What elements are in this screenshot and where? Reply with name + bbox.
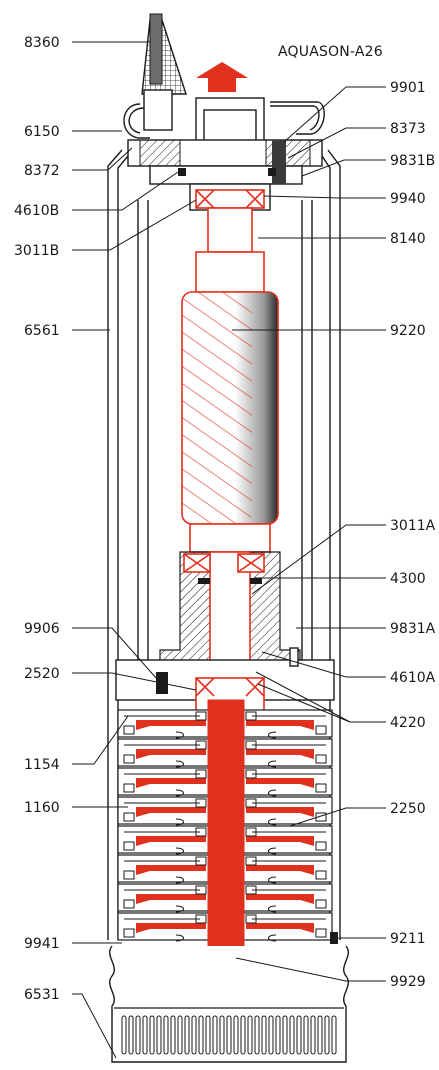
pump-shaft bbox=[207, 699, 245, 951]
label-9941: 9941 bbox=[24, 936, 60, 952]
strainer-slot bbox=[163, 1015, 169, 1055]
strainer-slot bbox=[128, 1015, 134, 1055]
label-8373: 8373 bbox=[390, 121, 426, 137]
strainer-slot bbox=[240, 1015, 246, 1055]
strainer-slot bbox=[219, 1015, 225, 1055]
label-6561: 6561 bbox=[24, 323, 60, 339]
strainer-slot bbox=[233, 1015, 239, 1055]
upper-bearing bbox=[195, 189, 265, 209]
strainer-slot bbox=[205, 1015, 211, 1055]
strainer-slot bbox=[184, 1015, 190, 1055]
strainer-slot bbox=[324, 1015, 330, 1055]
strainer-slot bbox=[177, 1015, 183, 1055]
leader-lines bbox=[72, 41, 386, 1059]
power-cable bbox=[141, 13, 187, 131]
strainer-slot bbox=[303, 1015, 309, 1055]
strainer-slot bbox=[170, 1015, 176, 1055]
strainer-slot bbox=[191, 1015, 197, 1055]
label-6150: 6150 bbox=[24, 124, 60, 140]
suction-strainer bbox=[109, 945, 349, 1063]
label-4610A: 4610A bbox=[390, 670, 436, 686]
label-4610B: 4610B bbox=[14, 203, 59, 219]
cable-guard-clip bbox=[123, 103, 150, 139]
label-3011A: 3011A bbox=[390, 518, 436, 534]
strainer-slot bbox=[135, 1015, 141, 1055]
label-9831A: 9831A bbox=[390, 621, 436, 637]
strainer-slot bbox=[289, 1015, 295, 1055]
discharge-head bbox=[127, 97, 323, 211]
strainer-slot bbox=[261, 1015, 267, 1055]
label-9220: 9220 bbox=[390, 323, 426, 339]
part-labels: 8360 6150 8372 4610B 3011B 6561 9906 252… bbox=[14, 35, 436, 1003]
lower-bearing-housing bbox=[159, 551, 301, 671]
strainer-slot bbox=[149, 1015, 155, 1055]
label-9929: 9929 bbox=[390, 974, 426, 990]
label-4220: 4220 bbox=[390, 715, 426, 731]
label-1154: 1154 bbox=[24, 757, 60, 773]
strainer-slot bbox=[268, 1015, 274, 1055]
wire-loop bbox=[270, 101, 325, 135]
label-6531: 6531 bbox=[24, 987, 60, 1003]
label-2520: 2520 bbox=[24, 666, 60, 682]
strainer-slot bbox=[331, 1015, 337, 1055]
label-8140: 8140 bbox=[390, 231, 426, 247]
motor-shaft bbox=[195, 207, 265, 293]
strainer-slot bbox=[142, 1015, 148, 1055]
label-9906: 9906 bbox=[24, 621, 60, 637]
label-9831B: 9831B bbox=[390, 153, 435, 169]
strainer-slot bbox=[212, 1015, 218, 1055]
strainer-slot bbox=[121, 1015, 127, 1055]
label-8360: 8360 bbox=[24, 35, 60, 51]
label-1160: 1160 bbox=[24, 800, 60, 816]
seal-assembly bbox=[115, 647, 335, 715]
label-9901: 9901 bbox=[390, 80, 426, 96]
strainer-slot bbox=[317, 1015, 323, 1055]
strainer-slot bbox=[254, 1015, 260, 1055]
strainer-slot bbox=[282, 1015, 288, 1055]
strainer-slot bbox=[275, 1015, 281, 1055]
strainer-slot bbox=[247, 1015, 253, 1055]
label-2250: 2250 bbox=[390, 801, 426, 817]
label-3011B: 3011B bbox=[14, 243, 59, 259]
strainer-slot bbox=[198, 1015, 204, 1055]
strainer-slot bbox=[156, 1015, 162, 1055]
strainer-slot bbox=[296, 1015, 302, 1055]
flow-direction-arrow-icon bbox=[196, 62, 248, 92]
label-4300: 4300 bbox=[390, 571, 426, 587]
label-8372: 8372 bbox=[24, 163, 60, 179]
strainer-slot bbox=[310, 1015, 316, 1055]
label-9940: 9940 bbox=[390, 191, 426, 207]
label-9211: 9211 bbox=[390, 931, 426, 947]
strainer-slot bbox=[226, 1015, 232, 1055]
model-title: AQUASON-A26 bbox=[278, 44, 383, 60]
motor-rotor bbox=[181, 291, 279, 553]
